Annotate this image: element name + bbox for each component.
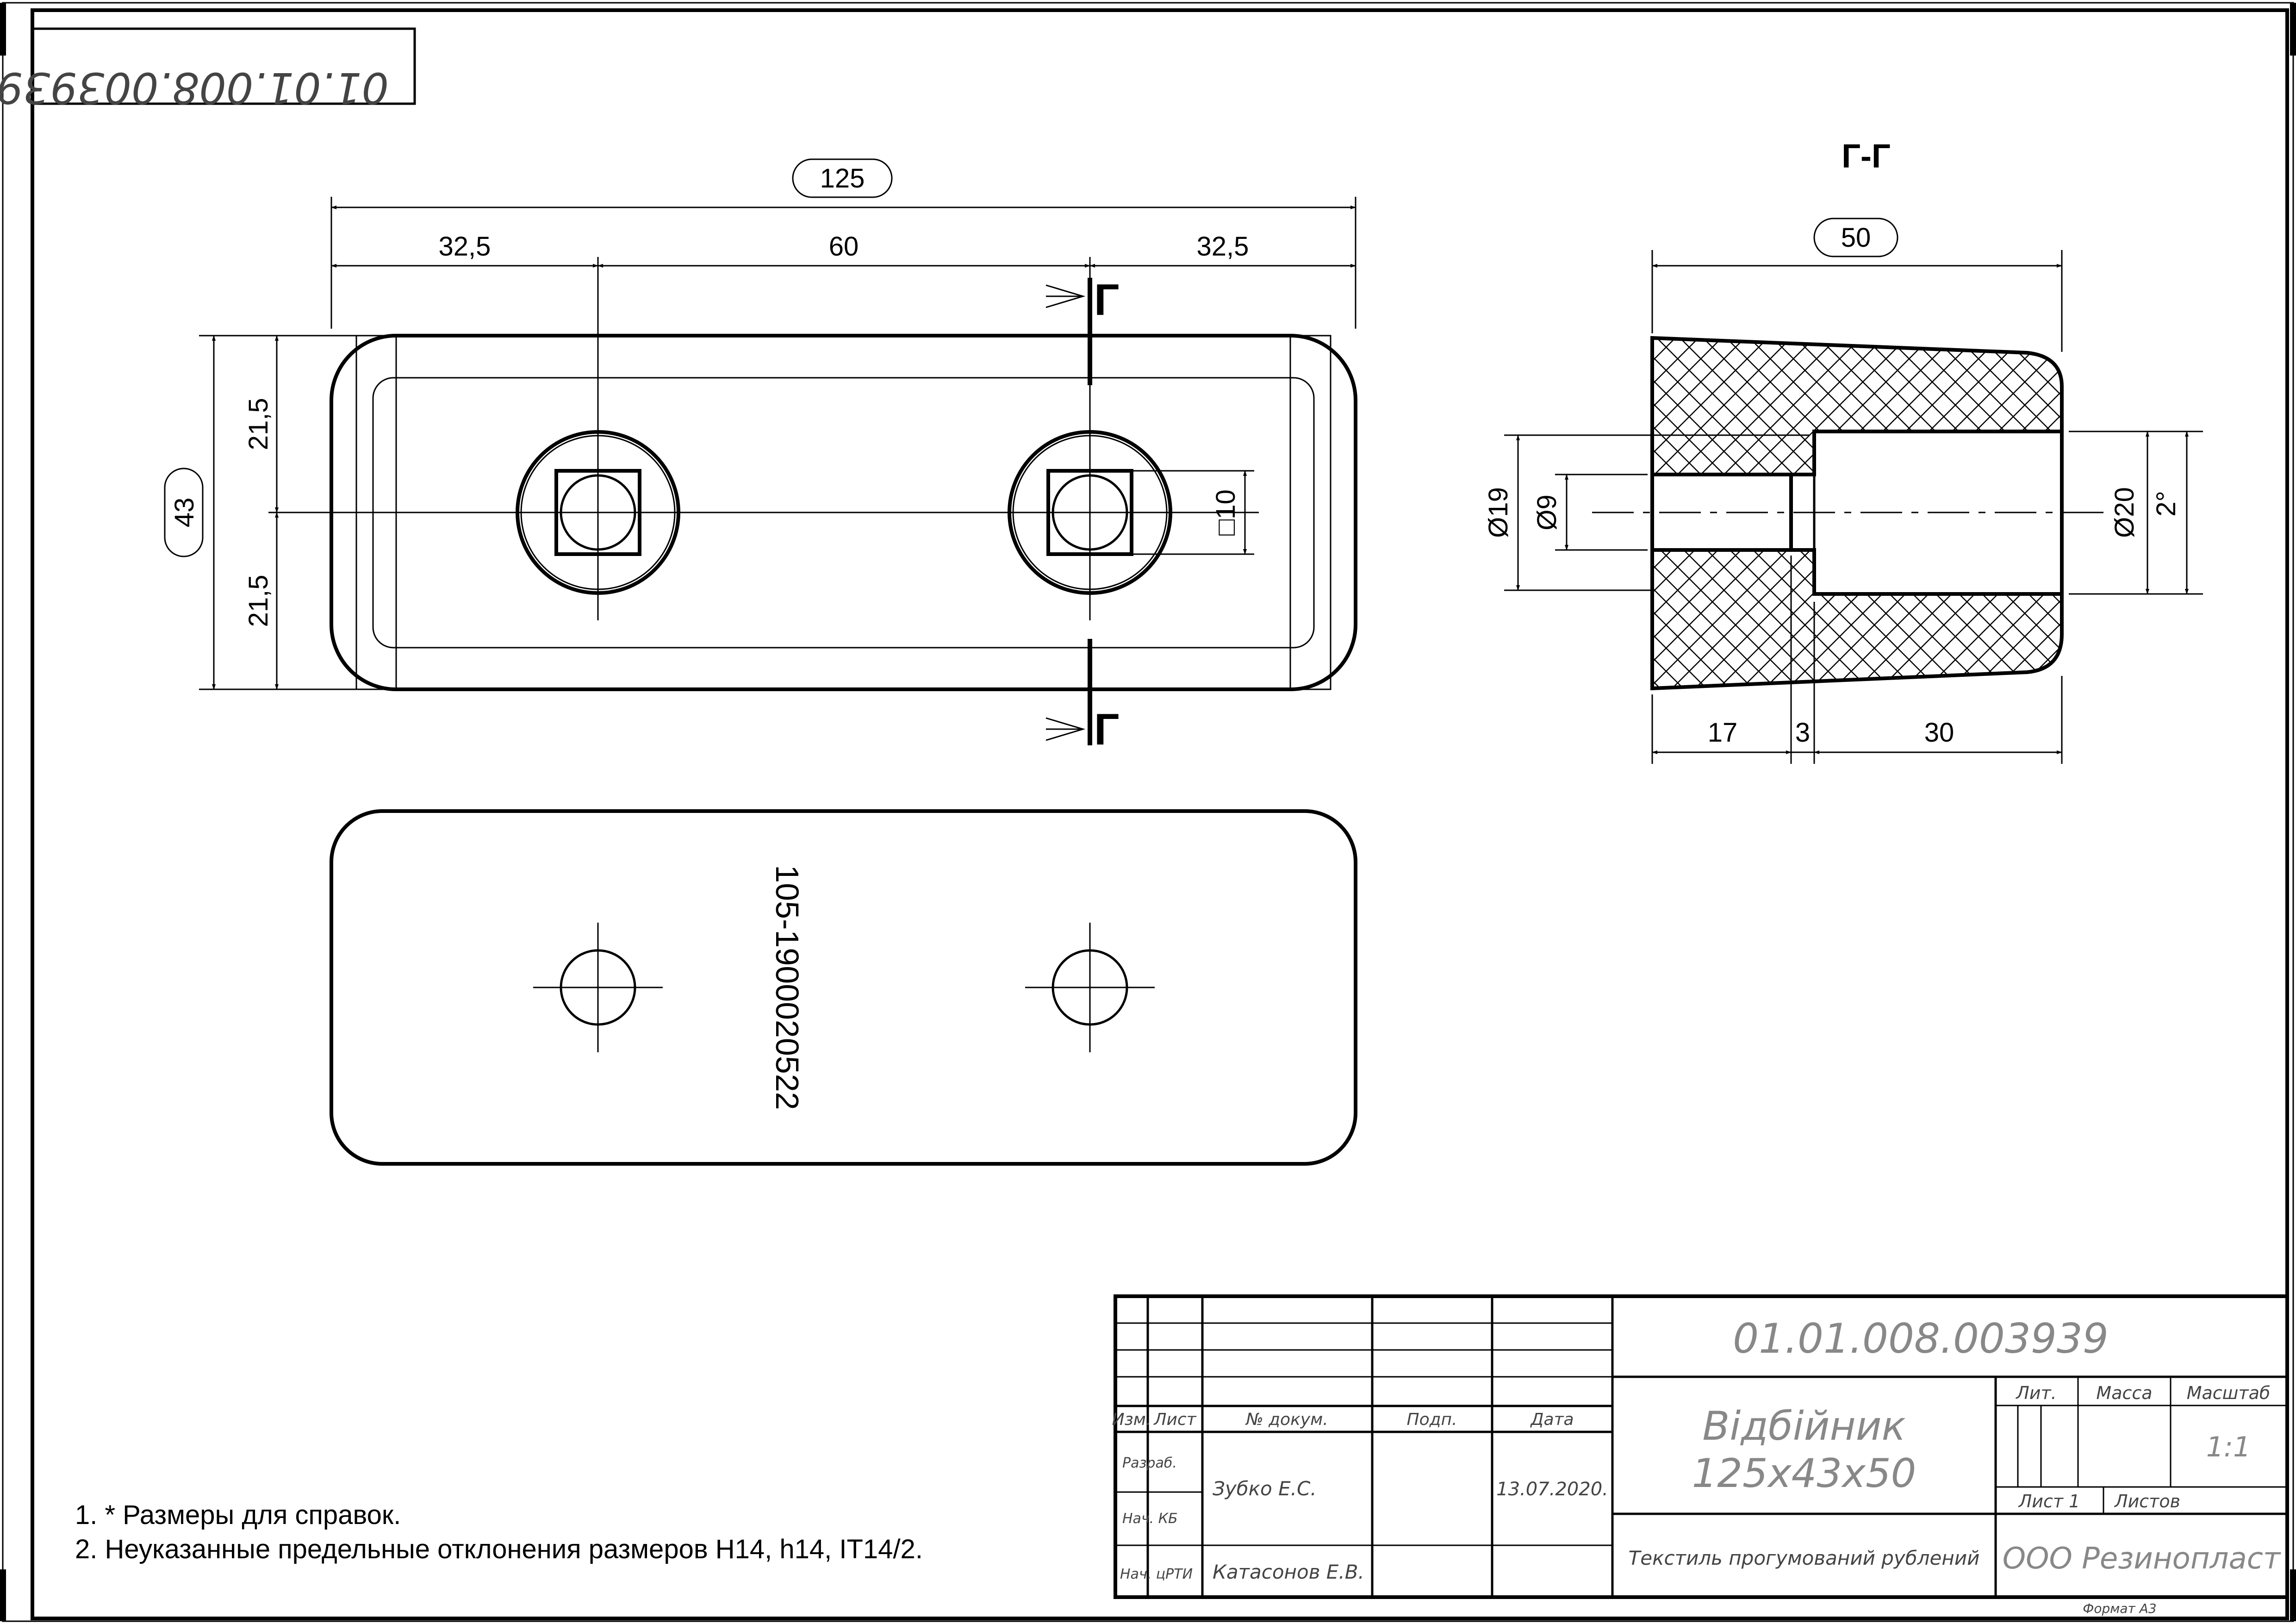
dim-half-height-top: 21,5 (243, 398, 274, 450)
dim-right-offset: 32,5 (1197, 231, 1249, 262)
tb-col-data: Дата (1530, 1410, 1574, 1429)
dim-square-size: □10 (1211, 489, 1241, 536)
plan-view: Г Г (268, 259, 1357, 754)
dim-len-17: 17 (1708, 718, 1738, 748)
dim-hole-dia: Ø9 (1532, 494, 1562, 530)
tb-row-nach-irti: Нач. цРТИ (1120, 1566, 1193, 1582)
dim-taper-angle: 2° (2151, 491, 2181, 516)
section-dimensions: 50 17 3 30 Ø19 Ø9 Ø20 2° (1483, 218, 2203, 764)
tb-name-line1: Відбійник (1702, 1403, 1905, 1449)
dim-section-length: 50 (1841, 223, 1871, 253)
tb-material: Текстиль прогумований рублений (1629, 1547, 1980, 1569)
left-boss (516, 430, 680, 595)
tb-col-ndoc: № докум. (1245, 1410, 1328, 1429)
tb-name-line2: 125х43х50 (1692, 1450, 1916, 1497)
dim-overall-height: 43 (169, 498, 199, 528)
dim-left-offset: 32,5 (439, 231, 491, 262)
section-letter-bottom: Г (1094, 705, 1119, 754)
tb-mass-label: Масса (2096, 1383, 2152, 1403)
tb-date: 13.07.2020. (1496, 1479, 1608, 1500)
dim-cone-dia: Ø20 (2109, 487, 2140, 538)
tb-row-nach-kb: Нач. КБ (1122, 1511, 1178, 1527)
tb-sheets-label: Листов (2114, 1491, 2180, 1512)
plan-dimensions: 125 32,5 60 32,5 43 21,5 21,5 □10 (164, 158, 1356, 690)
tb-scale-value: 1:1 (2206, 1431, 2251, 1463)
right-boss (1008, 430, 1172, 595)
section-view: Г-Г (1592, 138, 2110, 691)
tb-scale-label: Масштаб (2187, 1383, 2271, 1403)
note-1: 1. * Размеры для справок. (75, 1500, 401, 1530)
tb-row-razrab: Разраб. (1122, 1455, 1177, 1471)
dim-outer-dia: Ø19 (1483, 487, 1513, 538)
tb-col-list: Лист (1153, 1410, 1196, 1429)
section-letter-top: Г (1094, 275, 1119, 325)
dim-len-30: 30 (1924, 718, 1954, 748)
section-title: Г-Г (1842, 138, 1891, 175)
tb-designation: 01.01.008.003939 (1733, 1315, 2109, 1362)
tb-lit-label: Лит. (2015, 1383, 2057, 1403)
tb-nach-irti-name: Катасонов Е.В. (1213, 1561, 1364, 1583)
tb-razrab-name: Зубко Е.С. (1213, 1477, 1317, 1500)
tb-company: ООО Резинопласт (2003, 1542, 2281, 1576)
dim-center-spacing: 60 (829, 231, 859, 262)
note-2: 2. Неуказанные предельные отклонения раз… (75, 1534, 923, 1564)
bottom-view: 105-1900020522 (330, 809, 1357, 1166)
dim-len-3: 3 (1795, 718, 1810, 748)
part-marking: 105-1900020522 (769, 865, 805, 1110)
technical-notes: 1. * Размеры для справок. 2. Неуказанные… (75, 1500, 923, 1564)
tb-col-podp: Подп. (1407, 1410, 1457, 1429)
mirrored-doc-code: 01.01.008.003939 (0, 63, 389, 112)
mirrored-code-box: 01.01.008.003939 (0, 27, 416, 112)
dim-half-height-bottom: 21,5 (243, 575, 274, 627)
tb-format: Формат А3 (2083, 1601, 2156, 1616)
title-block: Изм. Лист № докум. Подп. Дата Разраб. На… (1112, 1294, 2289, 1616)
dim-overall-length: 125 (820, 163, 865, 194)
tb-col-izm: Изм. (1112, 1410, 1151, 1429)
tb-sheet-label: Лист 1 (2018, 1491, 2080, 1512)
